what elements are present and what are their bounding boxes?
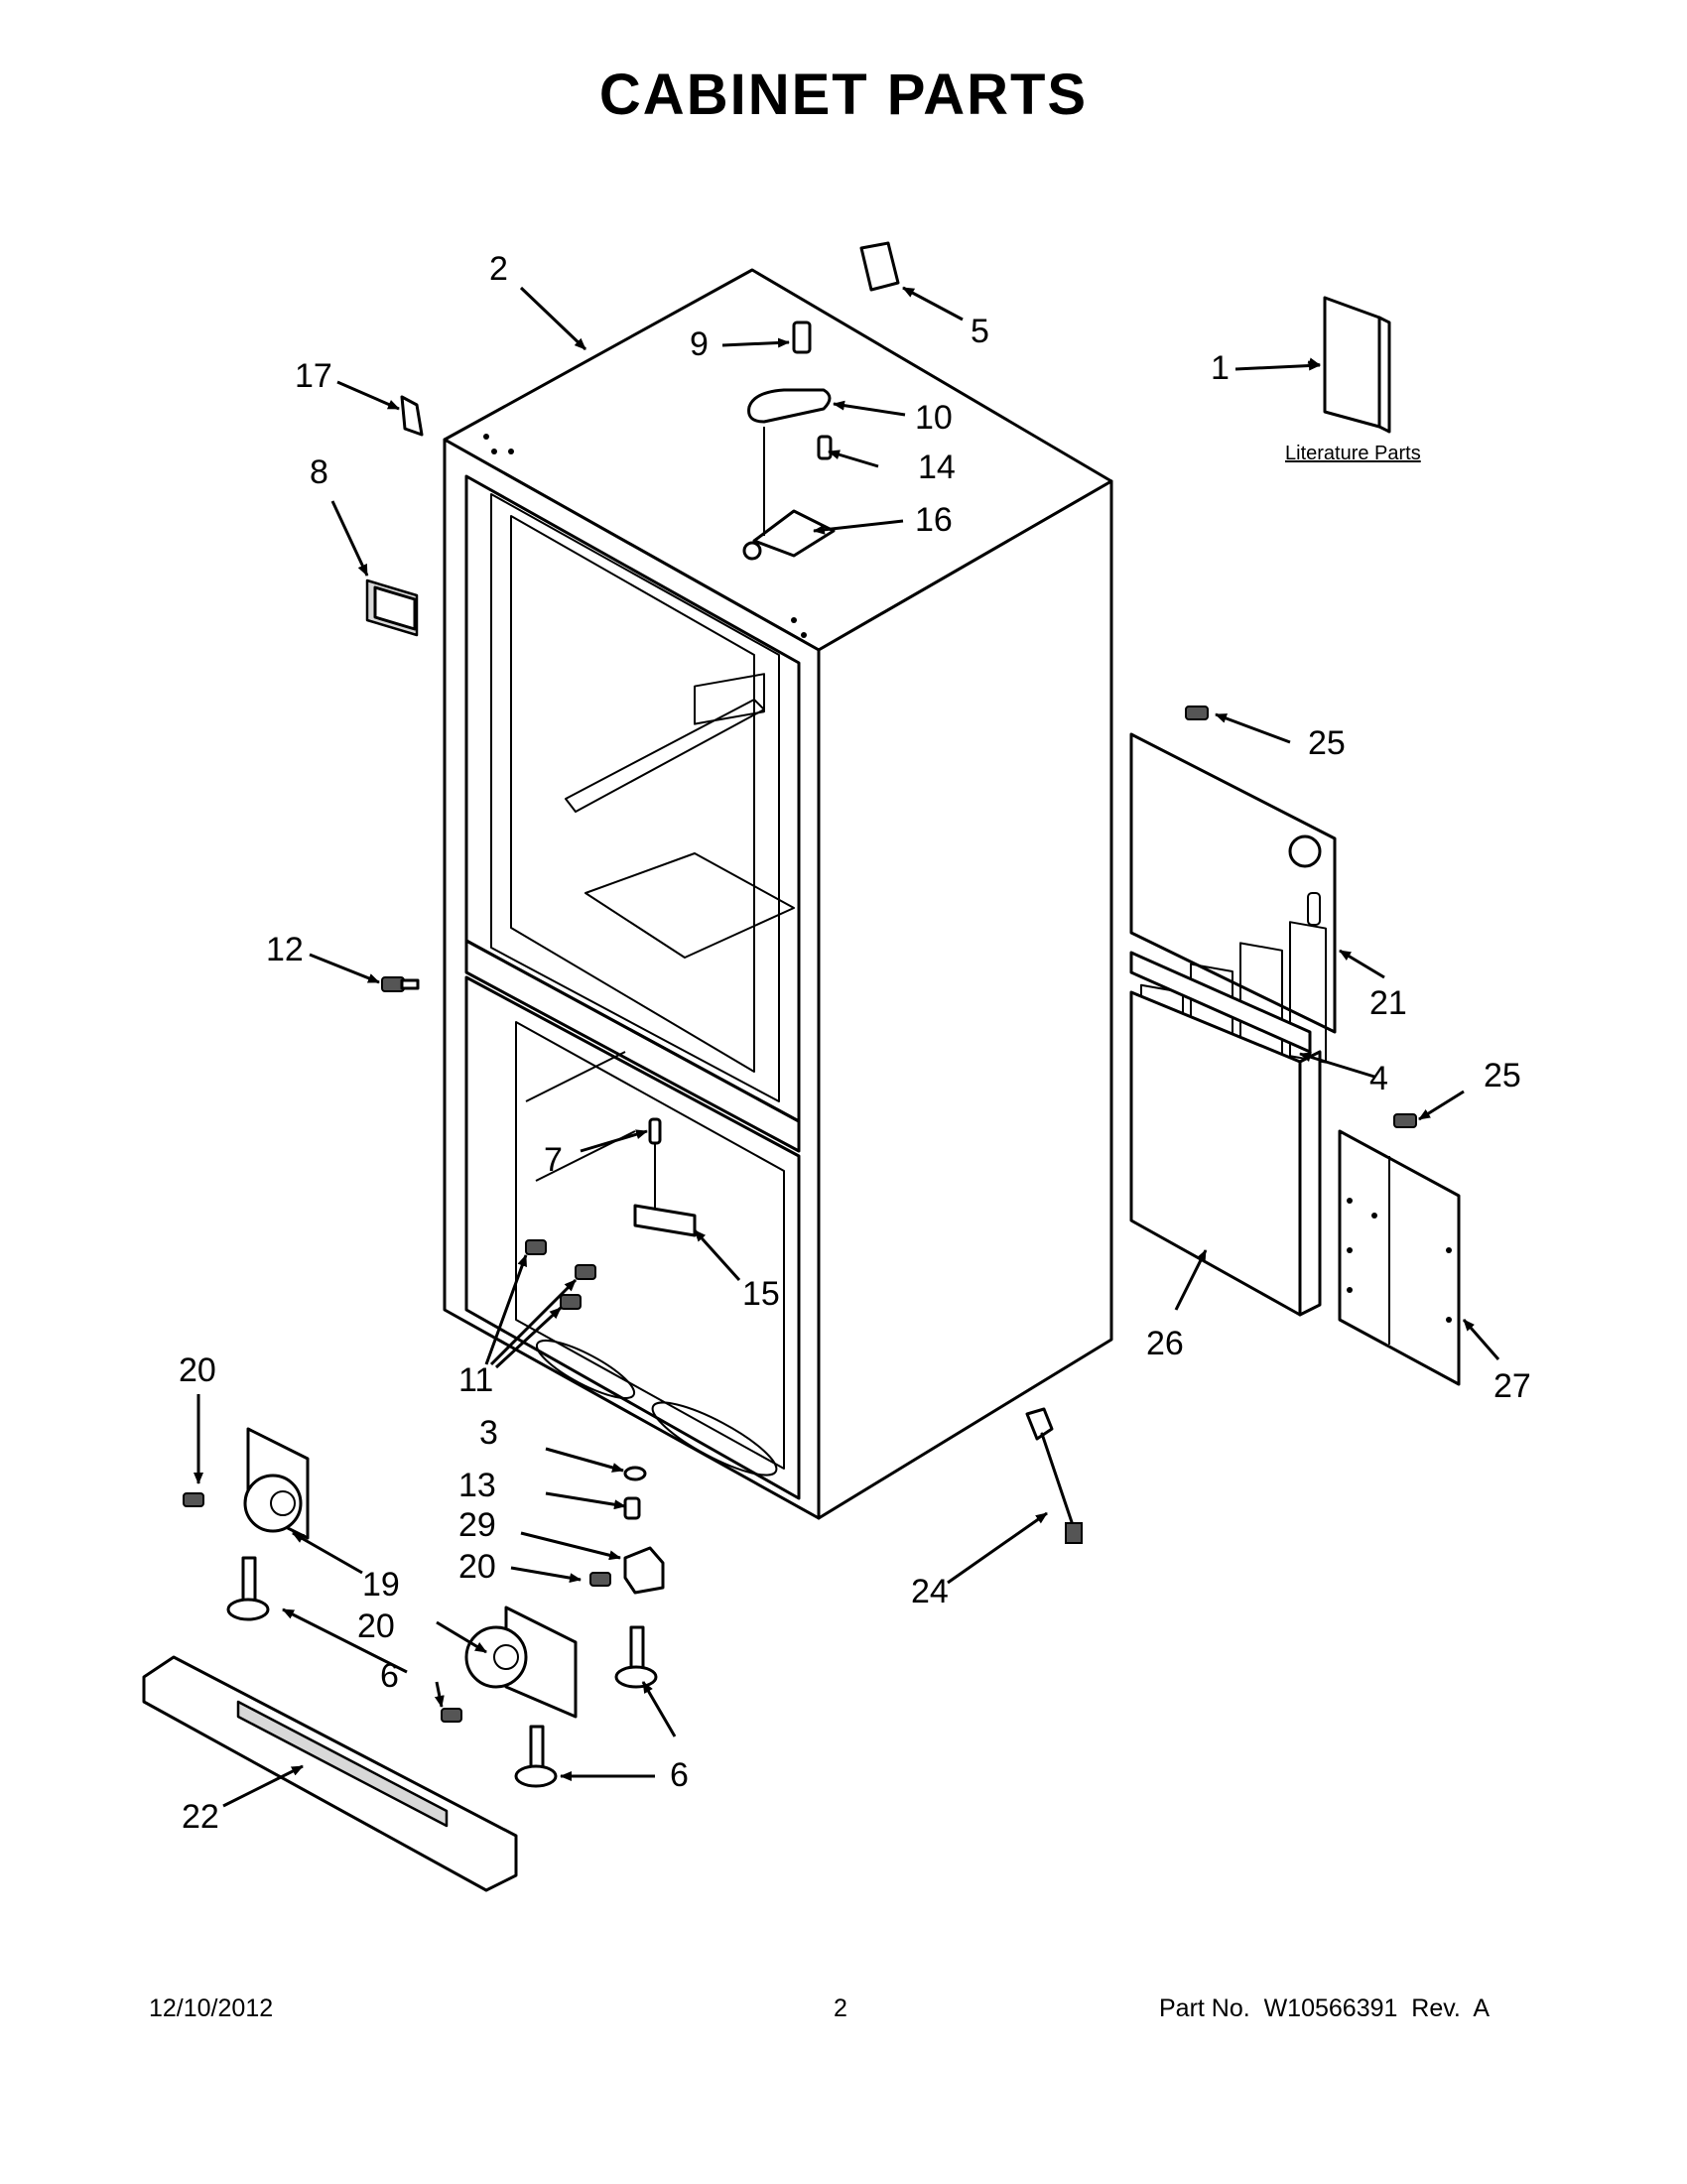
tape-strip [400, 395, 424, 437]
leveler-stack [623, 1466, 665, 1595]
callout-7: 7 [544, 1141, 563, 1179]
callout-17: 17 [295, 357, 332, 395]
callout-12: 12 [266, 931, 304, 968]
cabinet [443, 268, 1113, 1520]
panel-26 [1129, 990, 1322, 1317]
callout-29: 29 [458, 1506, 496, 1544]
top-hinge-assembly [742, 321, 836, 561]
callout-10: 10 [915, 399, 953, 437]
screw-12 [381, 976, 420, 992]
callout-3: 3 [479, 1414, 498, 1452]
callout-21: 21 [1369, 984, 1407, 1022]
callout-20-left: 20 [179, 1351, 216, 1389]
panel-27 [1338, 1129, 1461, 1386]
callout-9: 9 [690, 325, 709, 363]
callout-arrows [194, 286, 1500, 1808]
callout-8: 8 [310, 453, 328, 491]
screw-25-lower [1393, 1113, 1417, 1128]
gasket-strip [1129, 951, 1312, 1054]
roller-assembly-right [464, 1606, 578, 1719]
callout-20-middle: 20 [458, 1548, 496, 1586]
callout-26: 26 [1146, 1325, 1184, 1362]
callout-24: 24 [911, 1573, 949, 1610]
callout-15: 15 [742, 1275, 780, 1313]
literature-parts-label: Literature Parts [1285, 443, 1421, 464]
callout-6-bottom: 6 [670, 1756, 689, 1794]
callout-1: 1 [1211, 349, 1230, 387]
screw-25-upper [1185, 706, 1209, 720]
screws-11 [525, 1239, 596, 1310]
callout-5: 5 [971, 313, 989, 350]
screw-20-left [183, 1492, 204, 1507]
callout-22: 22 [182, 1798, 219, 1836]
callout-16: 16 [915, 501, 953, 539]
callout-11: 11 [458, 1361, 493, 1399]
roller-assembly-left [243, 1427, 310, 1540]
callout-25-upper: 25 [1308, 724, 1346, 762]
callout-6-left: 6 [380, 1657, 399, 1695]
literature-book [1323, 296, 1391, 434]
leveling-wrench [1025, 1407, 1083, 1544]
callout-2: 2 [489, 250, 508, 288]
callout-labels: 1 2 5 9 10 14 16 17 8 12 7 15 11 25 21 4… [179, 250, 1531, 1836]
footer-date: 12/10/2012 [149, 1994, 274, 2022]
callout-14: 14 [918, 449, 956, 486]
rating-label [859, 241, 900, 292]
footer-page-number: 2 [834, 1994, 847, 2022]
leveling-leg-bottom [514, 1725, 558, 1788]
control-panel [365, 578, 419, 637]
callout-27: 27 [1493, 1367, 1531, 1405]
screw-20-middle [589, 1572, 611, 1587]
callout-19: 19 [362, 1566, 400, 1604]
callout-4: 4 [1369, 1060, 1388, 1097]
leveling-leg-middle [614, 1625, 658, 1689]
callout-25-lower: 25 [1484, 1057, 1521, 1094]
footer-part-number: Part No. W10566391 Rev. A [1159, 1994, 1491, 2022]
page-title: CABINET PARTS [598, 63, 1089, 127]
screw-20-lower [441, 1708, 462, 1723]
callout-13: 13 [458, 1467, 496, 1504]
base-grille [142, 1655, 518, 1892]
leveling-leg-left [226, 1556, 270, 1621]
callout-20-lower: 20 [357, 1607, 395, 1645]
